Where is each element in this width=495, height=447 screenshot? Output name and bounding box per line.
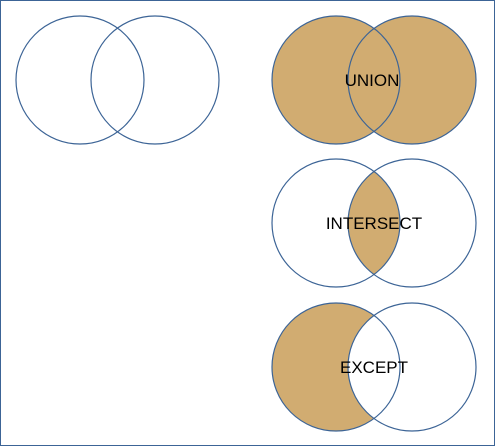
venn-plain-left-circle [15, 15, 145, 145]
union-left-circle [271, 15, 401, 145]
union-right-circle [347, 15, 477, 145]
except-left-circle [271, 302, 401, 432]
intersect-right-circle [347, 158, 477, 288]
union-label: UNION [345, 71, 400, 90]
except-left-fill [272, 303, 400, 431]
intersect-label: INTERSECT [326, 214, 422, 233]
intersect-left-circle [271, 158, 401, 288]
except-label: EXCEPT [340, 358, 408, 377]
venn-except: EXCEPT [271, 302, 477, 432]
venn-plain [15, 15, 220, 145]
venn-intersect: INTERSECT [271, 158, 477, 288]
except-right-circle [347, 302, 477, 432]
venn-plain-right-circle [90, 15, 220, 145]
venn-union: UNION [271, 15, 477, 145]
union-right-fill [348, 16, 476, 144]
intersect-overlap-fill [348, 159, 400, 287]
